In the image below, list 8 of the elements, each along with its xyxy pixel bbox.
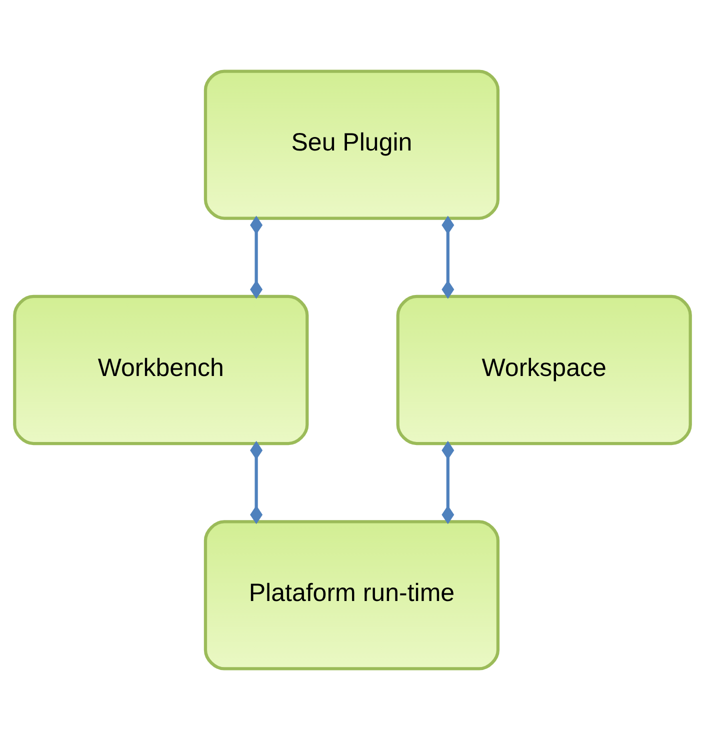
node-box: Seu Plugin [204,70,500,220]
connector [250,216,263,299]
node-box: Workbench [13,294,309,446]
node-box: Workspace [396,294,692,446]
node-box: Plataform run-time [204,520,500,670]
connector [442,440,454,524]
connector [250,440,263,524]
connector [442,216,454,299]
